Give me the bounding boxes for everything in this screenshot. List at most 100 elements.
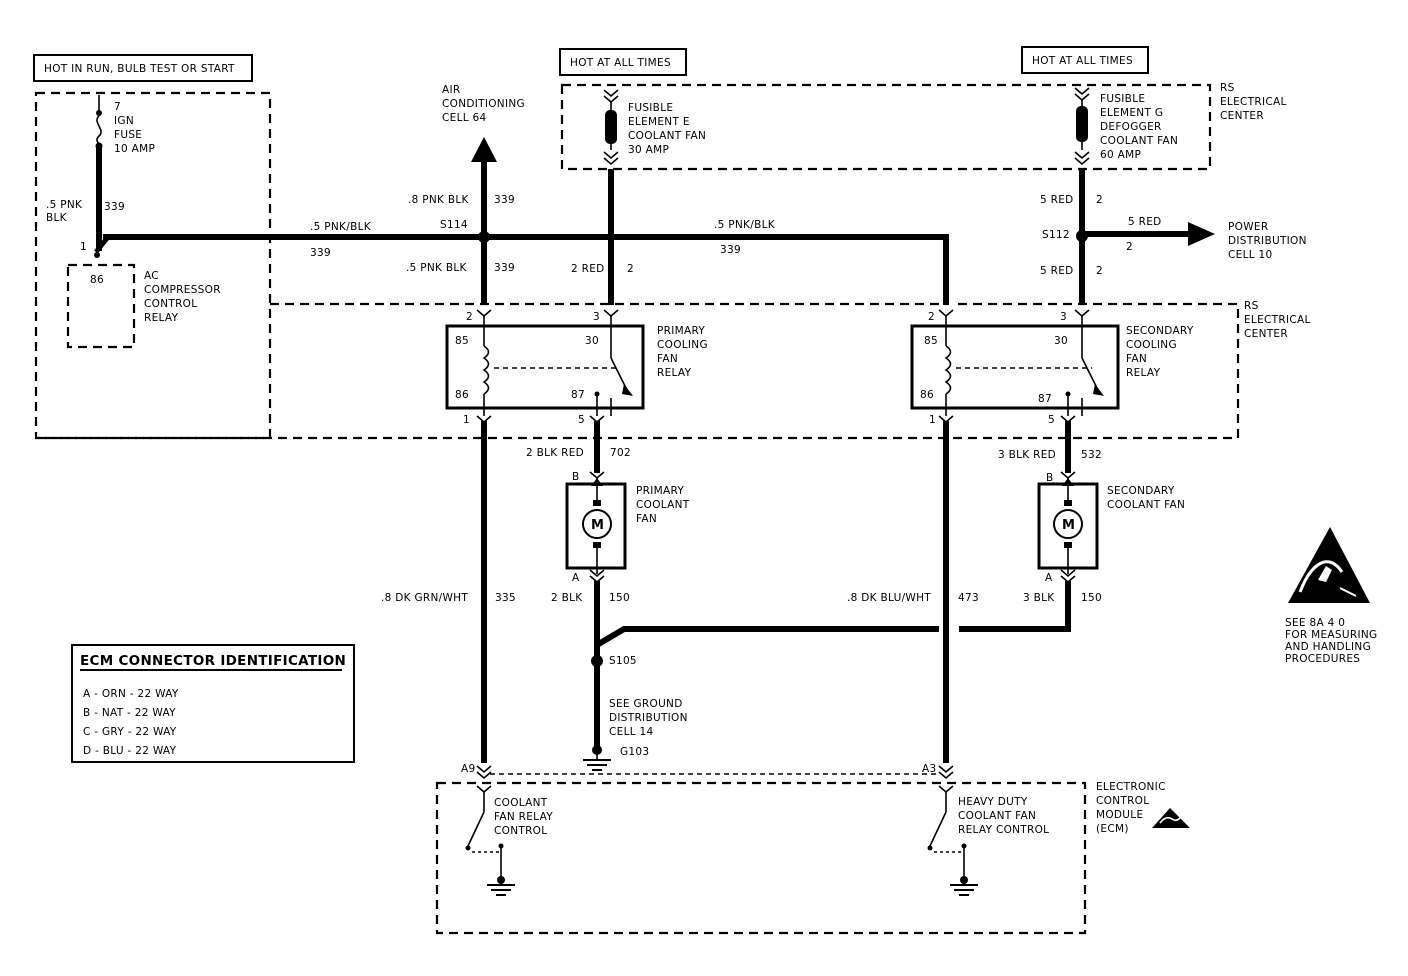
splice-s105-label: S105 bbox=[609, 655, 637, 667]
svg-text:ELEMENT E: ELEMENT E bbox=[628, 116, 690, 128]
svg-text:10 AMP: 10 AMP bbox=[114, 143, 155, 155]
ground-distribution-label: SEE GROUND DISTRIBUTION CELL 14 bbox=[609, 698, 688, 738]
red5-bot-num: 2 bbox=[1096, 265, 1103, 277]
svg-text:ELEMENT G: ELEMENT G bbox=[1100, 107, 1163, 119]
esd-warning-icon bbox=[1288, 527, 1370, 603]
svg-text:RELAY CONTROL: RELAY CONTROL bbox=[958, 824, 1049, 836]
pf-wire-num: 702 bbox=[610, 447, 631, 459]
primary-cooling-fan-relay: 2 3 85 30 86 87 1 5 PRIMARY COOLING FAN … bbox=[445, 309, 708, 426]
svg-text:HEAVY DUTY: HEAVY DUTY bbox=[958, 796, 1028, 808]
secondary-coolant-fan: B M A SECONDARY COOLANT FAN bbox=[1037, 471, 1185, 584]
svg-text:CONTROL: CONTROL bbox=[494, 825, 547, 837]
hot-at-all-times-box-1: HOT AT ALL TIMES bbox=[559, 48, 687, 76]
ecm-table-row-b: B - NAT - 22 WAY bbox=[83, 707, 176, 719]
svg-text:CELL 64: CELL 64 bbox=[442, 112, 486, 124]
svg-text:60 AMP: 60 AMP bbox=[1100, 149, 1141, 161]
svg-text:86: 86 bbox=[920, 389, 934, 401]
ign-fuse-housing bbox=[34, 91, 272, 440]
pf-gnd-num: 150 bbox=[609, 592, 630, 604]
svg-text:2: 2 bbox=[466, 311, 473, 323]
red5-bot-color: 5 RED bbox=[1040, 265, 1074, 277]
svg-text:HOT AT ALL TIMES: HOT AT ALL TIMES bbox=[1032, 55, 1133, 67]
svg-text:B: B bbox=[572, 471, 580, 483]
pf-wire-color: 2 BLK RED bbox=[526, 447, 584, 459]
primary-motor-m: M bbox=[591, 518, 604, 533]
power-distribution-label: POWER DISTRIBUTION CELL 10 bbox=[1228, 221, 1307, 261]
svg-text:DISTRIBUTION: DISTRIBUTION bbox=[1228, 235, 1307, 247]
wire-339-kink bbox=[94, 235, 110, 254]
blu-wire-num: 473 bbox=[958, 592, 979, 604]
svg-text:2: 2 bbox=[928, 311, 935, 323]
red5-top-num: 2 bbox=[1096, 194, 1103, 206]
svg-text:FAN: FAN bbox=[657, 353, 678, 365]
svg-text:AND HANDLING: AND HANDLING bbox=[1285, 641, 1371, 653]
sf-wire-num: 532 bbox=[1081, 449, 1102, 461]
svg-text:3: 3 bbox=[593, 311, 600, 323]
svg-text:SEE 8A 4 0: SEE 8A 4 0 bbox=[1285, 617, 1345, 629]
svg-text:POWER: POWER bbox=[1228, 221, 1268, 233]
svg-text:PRIMARY: PRIMARY bbox=[636, 485, 684, 497]
blu-wire-color: .8 DK BLU/WHT bbox=[847, 592, 931, 604]
g103-ground-symbol bbox=[583, 754, 611, 771]
svg-text:DISTRIBUTION: DISTRIBUTION bbox=[609, 712, 688, 724]
svg-text:ELECTRONIC: ELECTRONIC bbox=[1096, 781, 1166, 793]
grn-wire-num: 335 bbox=[495, 592, 516, 604]
svg-text:HOT IN RUN, BULB TEST OR START: HOT IN RUN, BULB TEST OR START bbox=[44, 63, 235, 75]
ecm-switch-1: COOLANT FAN RELAY CONTROL bbox=[465, 785, 553, 896]
esd-warning-icon-small bbox=[1152, 808, 1190, 828]
up-wire-color: .8 PNK BLK bbox=[408, 194, 470, 206]
ecm-housing bbox=[435, 781, 1087, 935]
svg-text:3: 3 bbox=[1060, 311, 1067, 323]
fusible-element-e: FUSIBLE ELEMENT E COOLANT FAN 30 AMP bbox=[603, 89, 706, 166]
svg-text:7: 7 bbox=[114, 101, 121, 113]
splice-s114-label: S114 bbox=[440, 219, 468, 231]
ecm-pin-a3-label: A3 bbox=[922, 763, 936, 775]
svg-text:CELL 10: CELL 10 bbox=[1228, 249, 1272, 261]
hot-at-all-times-box-2: HOT AT ALL TIMES bbox=[1021, 46, 1149, 74]
sf-gnd-num: 150 bbox=[1081, 592, 1102, 604]
ign-fuse: 7 IGN FUSE 10 AMP bbox=[95, 95, 155, 155]
svg-text:COOLING: COOLING bbox=[1126, 339, 1177, 351]
up-wire-num: 339 bbox=[494, 194, 515, 206]
wire-339-left-color-a: .5 PNK bbox=[46, 199, 83, 211]
svg-text:(ECM): (ECM) bbox=[1096, 823, 1129, 835]
splice-s112-label: S112 bbox=[1042, 229, 1070, 241]
ac-relay-pin-86: 86 bbox=[90, 274, 104, 286]
svg-text:RS: RS bbox=[1244, 300, 1259, 312]
svg-text:30 AMP: 30 AMP bbox=[628, 144, 669, 156]
svg-text:SEE GROUND: SEE GROUND bbox=[609, 698, 683, 710]
wire-339-left-num: 339 bbox=[104, 201, 125, 213]
air-conditioning-label: AIR CONDITIONING CELL 64 bbox=[442, 84, 525, 124]
svg-text:FUSIBLE: FUSIBLE bbox=[628, 102, 673, 114]
svg-text:COOLANT FAN: COOLANT FAN bbox=[1100, 135, 1178, 147]
svg-text:RELAY: RELAY bbox=[1126, 367, 1161, 379]
svg-text:SECONDARY: SECONDARY bbox=[1126, 325, 1194, 337]
ecm-pin-a9 bbox=[476, 765, 492, 780]
primary-coolant-fan: B M A PRIMARY COOLANT FAN bbox=[565, 471, 690, 584]
svg-text:IGN: IGN bbox=[114, 115, 134, 127]
splice-s105-dot bbox=[591, 655, 603, 667]
svg-text:1: 1 bbox=[463, 414, 470, 426]
hot-in-run-box: HOT IN RUN, BULB TEST OR START bbox=[33, 54, 253, 82]
red5-top-color: 5 RED bbox=[1040, 194, 1074, 206]
svg-text:CENTER: CENTER bbox=[1244, 328, 1288, 340]
svg-text:COOLANT: COOLANT bbox=[636, 499, 690, 511]
svg-text:30: 30 bbox=[1054, 335, 1068, 347]
ecm-table-row-c: C - GRY - 22 WAY bbox=[83, 726, 177, 738]
svg-text:DEFOGGER: DEFOGGER bbox=[1100, 121, 1162, 133]
svg-text:SECONDARY: SECONDARY bbox=[1107, 485, 1175, 497]
svg-text:HOT AT ALL TIMES: HOT AT ALL TIMES bbox=[570, 57, 671, 69]
rs-electrical-center-label-1: RS ELECTRICAL CENTER bbox=[1220, 82, 1287, 122]
svg-text:FUSE: FUSE bbox=[114, 129, 142, 141]
svg-text:ELECTRICAL: ELECTRICAL bbox=[1220, 96, 1287, 108]
svg-text:CENTER: CENTER bbox=[1220, 110, 1264, 122]
wire-339-horizontal bbox=[103, 234, 949, 305]
down-wire-num: 339 bbox=[494, 262, 515, 274]
grn-wire-color: .8 DK GRN/WHT bbox=[381, 592, 468, 604]
pd-wire-num: 2 bbox=[1126, 241, 1133, 253]
svg-text:CONDITIONING: CONDITIONING bbox=[442, 98, 525, 110]
ecm-pin-a9-label: A9 bbox=[461, 763, 475, 775]
sf-gnd-color: 3 BLK bbox=[1023, 592, 1055, 604]
h-wire-num-2: 339 bbox=[720, 244, 741, 256]
